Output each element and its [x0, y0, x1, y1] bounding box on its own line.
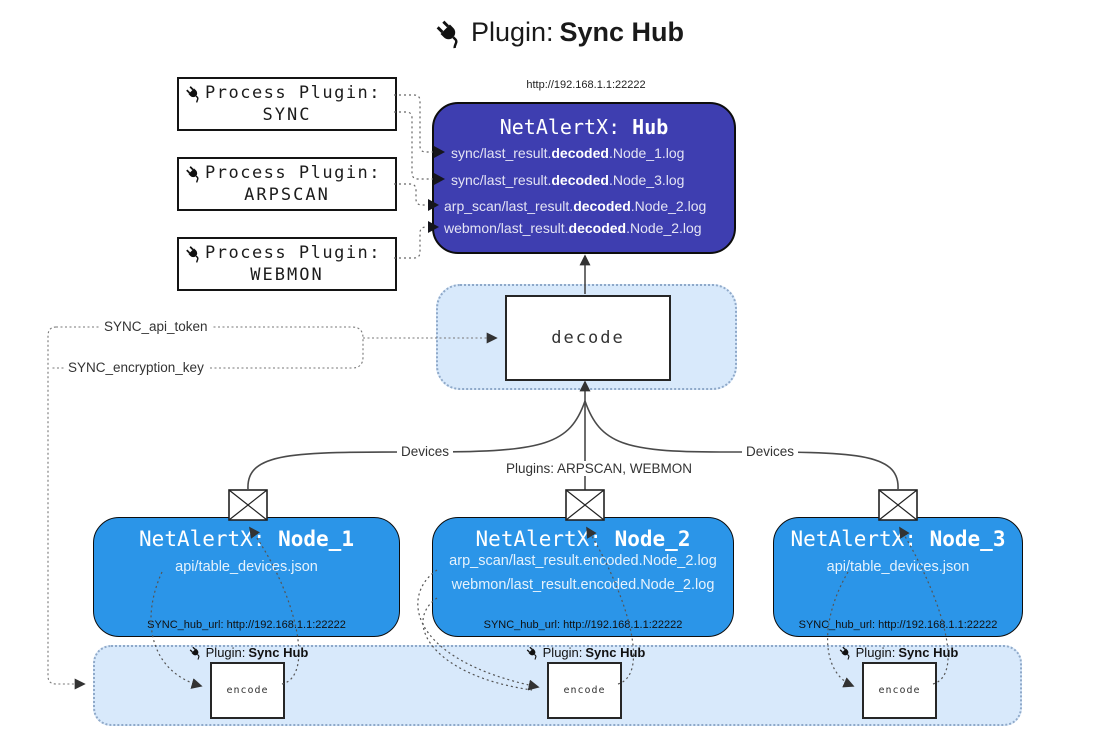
node-entry: api/table_devices.json — [826, 559, 970, 575]
hub-log-entry: sync/last_result.decoded.Node_1.log — [451, 145, 685, 161]
process-plugin-name: SYNC — [262, 105, 312, 125]
node-entry: arp_scan/last_result.encoded.Node_2.log — [449, 553, 717, 569]
hub-log-entry: arp_scan/last_result.decoded.Node_2.log — [444, 198, 707, 214]
process-plugin-label: Process Plugin: — [205, 243, 382, 263]
plug-icon — [184, 83, 203, 103]
node-2-box: NetAlertX: Node_2 arp_scan/last_result.e… — [432, 517, 734, 637]
encode-box: encode — [210, 662, 285, 719]
process-plugin-name: WEBMON — [250, 265, 324, 285]
node-entry: webmon/last_result.encoded.Node_2.log — [451, 577, 715, 593]
plug-icon — [184, 243, 203, 263]
process-plugin-box-sync: Process Plugin: SYNC — [177, 77, 397, 131]
node-title: NetAlertX: Node_1 — [139, 527, 354, 551]
process-plugin-box-arpscan: Process Plugin: ARPSCAN — [177, 157, 397, 211]
encode-box: encode — [547, 662, 622, 719]
process-plugin-label: Process Plugin: — [205, 83, 382, 103]
hub-box: NetAlertX: Hub sync/last_result.decoded.… — [432, 102, 736, 254]
decode-box: decode — [505, 295, 671, 381]
node-hub-url: SYNC_hub_url: http://192.168.1.1:22222 — [483, 619, 683, 631]
node-entry: api/table_devices.json — [175, 559, 318, 575]
hub-title: NetAlertX: Hub — [499, 115, 669, 139]
node-hub-url: SYNC_hub_url: http://192.168.1.1:22222 — [798, 619, 998, 631]
node-title: NetAlertX: Node_2 — [475, 527, 691, 551]
hub-log-entry: sync/last_result.decoded.Node_3.log — [451, 172, 685, 188]
node-1-box: NetAlertX: Node_1 api/table_devices.json… — [93, 517, 400, 637]
process-plugin-box-webmon: Process Plugin: WEBMON — [177, 237, 397, 291]
node-title: NetAlertX: Node_3 — [790, 527, 1006, 551]
encode-box: encode — [862, 662, 937, 719]
node-3-box: NetAlertX: Node_3 api/table_devices.json… — [773, 517, 1023, 637]
plug-icon — [184, 163, 203, 183]
process-plugin-name: ARPSCAN — [244, 185, 330, 205]
hub-log-entry: webmon/last_result.decoded.Node_2.log — [444, 220, 702, 236]
process-plugin-label: Process Plugin: — [205, 163, 382, 183]
node-hub-url: SYNC_hub_url: http://192.168.1.1:22222 — [147, 619, 346, 631]
